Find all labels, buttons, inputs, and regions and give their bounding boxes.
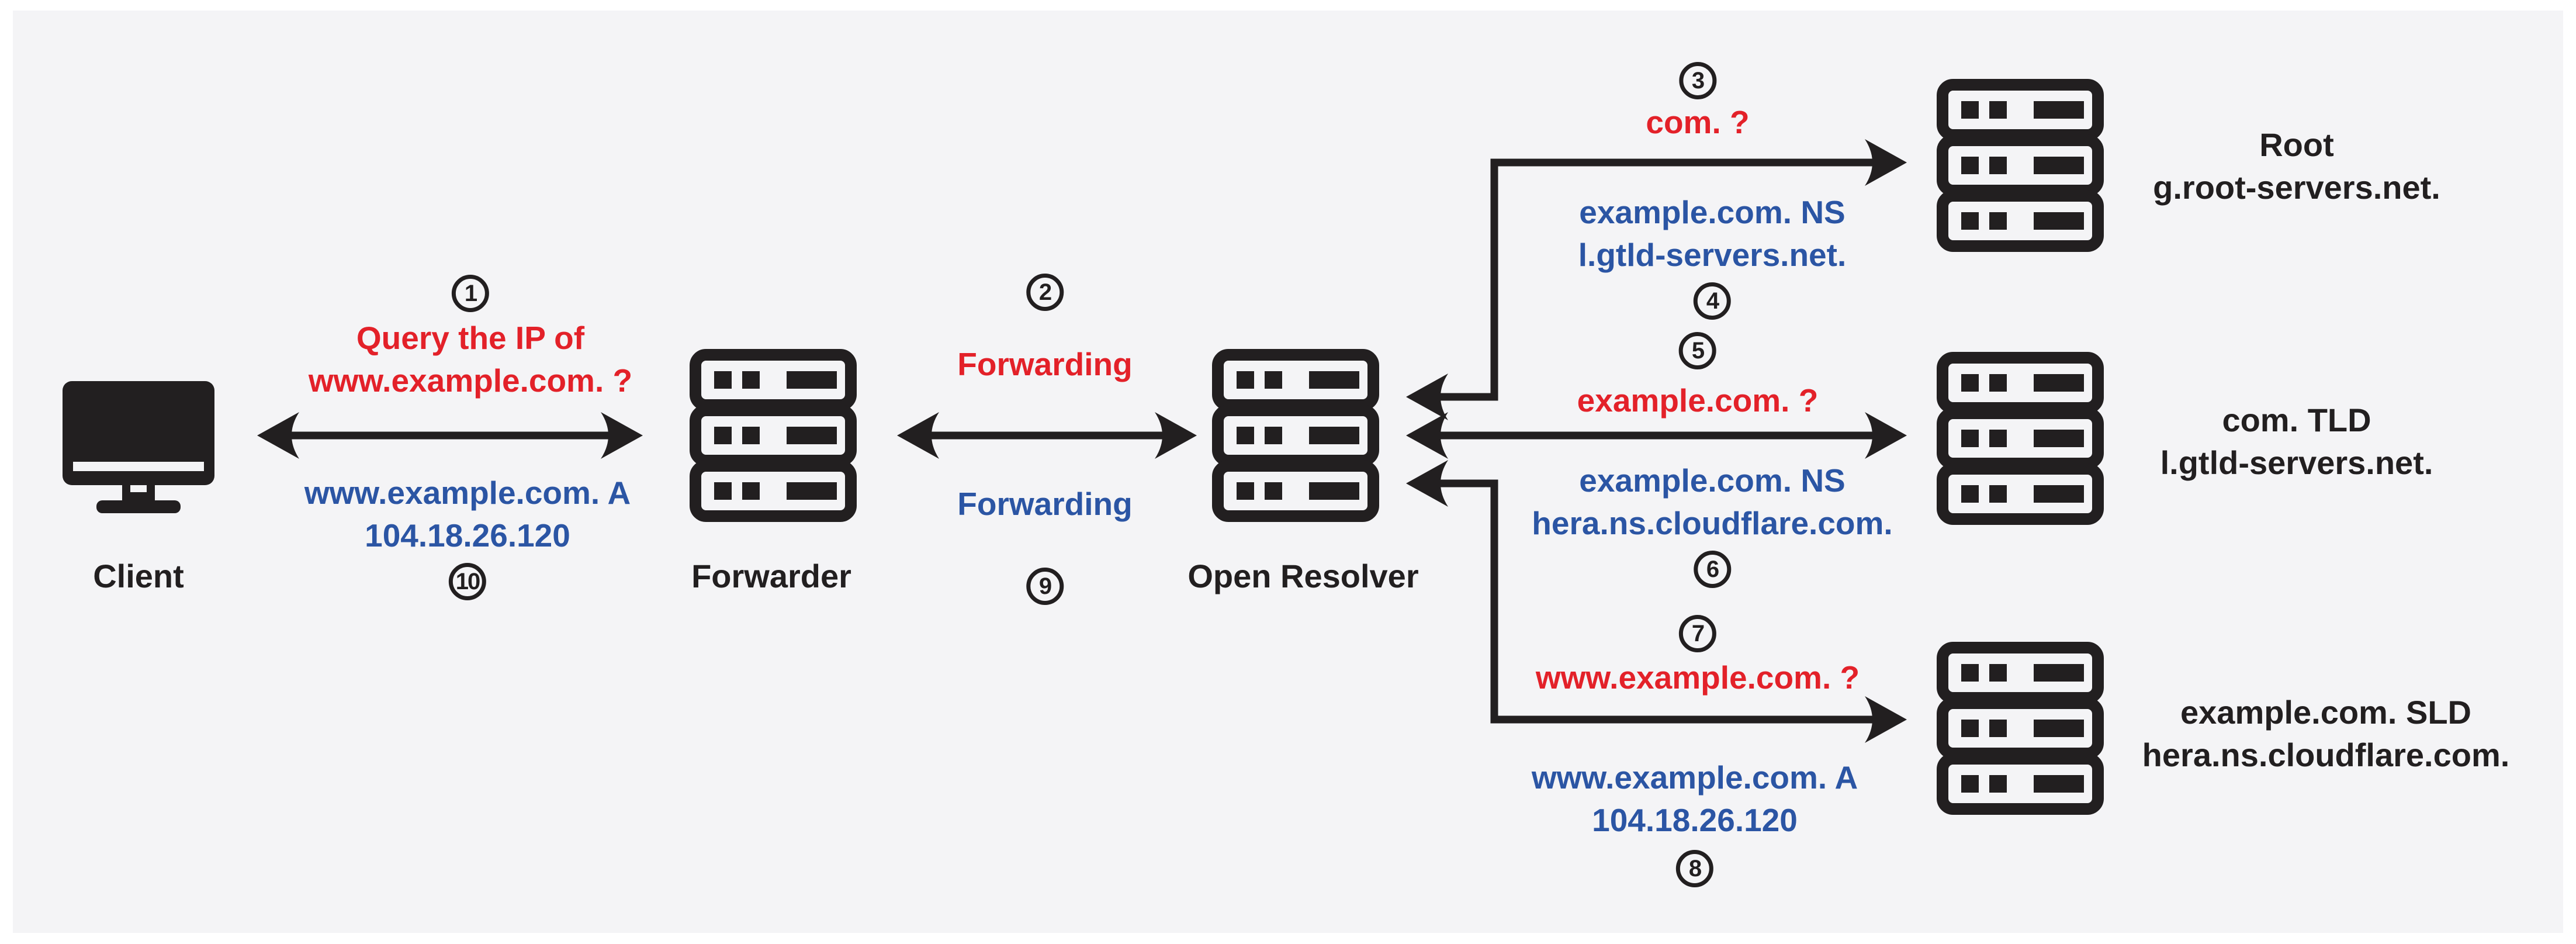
step-2-message: 2 Forwarding <box>957 268 1133 386</box>
step-9-text: Forwarding <box>957 486 1133 522</box>
sld-label-block: example.com. SLD hera.ns.cloudflare.com. <box>2142 691 2510 776</box>
step-8-message: www.example.com. A 104.18.26.120 8 <box>1532 756 1858 887</box>
step-7-badge: 7 <box>1679 615 1716 652</box>
step-7-text: www.example.com. ? <box>1535 659 1860 696</box>
forwarder-server-icon <box>695 355 851 516</box>
step-6-badge: 6 <box>1693 551 1731 588</box>
step-10-answer-line-2: 104.18.26.120 <box>365 517 570 554</box>
client-monitor-icon <box>63 381 214 513</box>
step-9-badge: 9 <box>1026 568 1064 605</box>
sld-label: example.com. SLD <box>2180 694 2471 731</box>
forwarder-label: Forwarder <box>691 558 851 594</box>
step-10-badge: 10 <box>448 563 486 600</box>
tld-label-block: com. TLD l.gtld-servers.net. <box>2160 399 2433 484</box>
step-4-answer-line-1: example.com. NS <box>1579 194 1846 230</box>
step-6-answer-line-2: hera.ns.cloudflare.com. <box>1532 505 1893 541</box>
arrow-resolver-sld <box>1439 479 1874 724</box>
step-8-answer-line-2: 104.18.26.120 <box>1592 802 1798 838</box>
root-label-block: Root g.root-servers.net. <box>2153 123 2440 209</box>
tld-label: com. TLD <box>2222 402 2371 438</box>
root-hostname: g.root-servers.net. <box>2153 169 2440 206</box>
arrow-resolver-root <box>1439 158 1874 401</box>
resolver-label: Open Resolver <box>1187 558 1419 594</box>
step-1-query-line-2: www.example.com. ? <box>308 362 633 399</box>
sld-server-icon <box>1943 648 2098 809</box>
step-6-message: example.com. NS hera.ns.cloudflare.com. … <box>1532 459 1893 588</box>
step-8-badge: 8 <box>1675 850 1713 887</box>
client-label: Client <box>93 558 184 594</box>
step-2-badge: 2 <box>1026 274 1064 311</box>
tld-hostname: l.gtld-servers.net. <box>2160 444 2433 481</box>
step-3-badge: 3 <box>1679 62 1716 99</box>
step-9-message: Forwarding 9 <box>957 483 1133 605</box>
step-1-query-line-1: Query the IP of <box>356 320 585 356</box>
step-4-message: example.com. NS l.gtld-servers.net. 4 <box>1578 191 1846 320</box>
step-5-message: 5 example.com. ? <box>1577 326 1819 422</box>
step-1-badge: 1 <box>452 275 489 312</box>
step-3-message: 3 com. ? <box>1646 56 1750 144</box>
step-4-badge: 4 <box>1693 282 1731 320</box>
step-4-answer-line-2: l.gtld-servers.net. <box>1578 237 1847 273</box>
root-label: Root <box>2259 126 2334 163</box>
step-10-answer-line-1: www.example.com. A <box>304 475 631 511</box>
step-8-answer-line-1: www.example.com. A <box>1531 759 1858 796</box>
arrow-heads <box>257 139 1907 743</box>
step-2-text: Forwarding <box>957 346 1133 382</box>
step-7-message: 7 www.example.com. ? <box>1536 609 1860 699</box>
tld-server-icon <box>1943 358 2098 519</box>
step-10-message: www.example.com. A 104.18.26.120 10 <box>304 472 631 600</box>
step-3-text: com. ? <box>1646 104 1750 140</box>
step-1-message: 1 Query the IP of www.example.com. ? <box>309 269 632 402</box>
step-5-badge: 5 <box>1678 332 1716 369</box>
step-5-text: example.com. ? <box>1577 382 1819 419</box>
step-6-answer-line-1: example.com. NS <box>1579 462 1846 499</box>
sld-hostname: hera.ns.cloudflare.com. <box>2142 736 2510 773</box>
root-server-icon <box>1943 85 2098 246</box>
resolver-server-icon <box>1218 355 1373 516</box>
arrow-lines <box>290 158 1874 724</box>
